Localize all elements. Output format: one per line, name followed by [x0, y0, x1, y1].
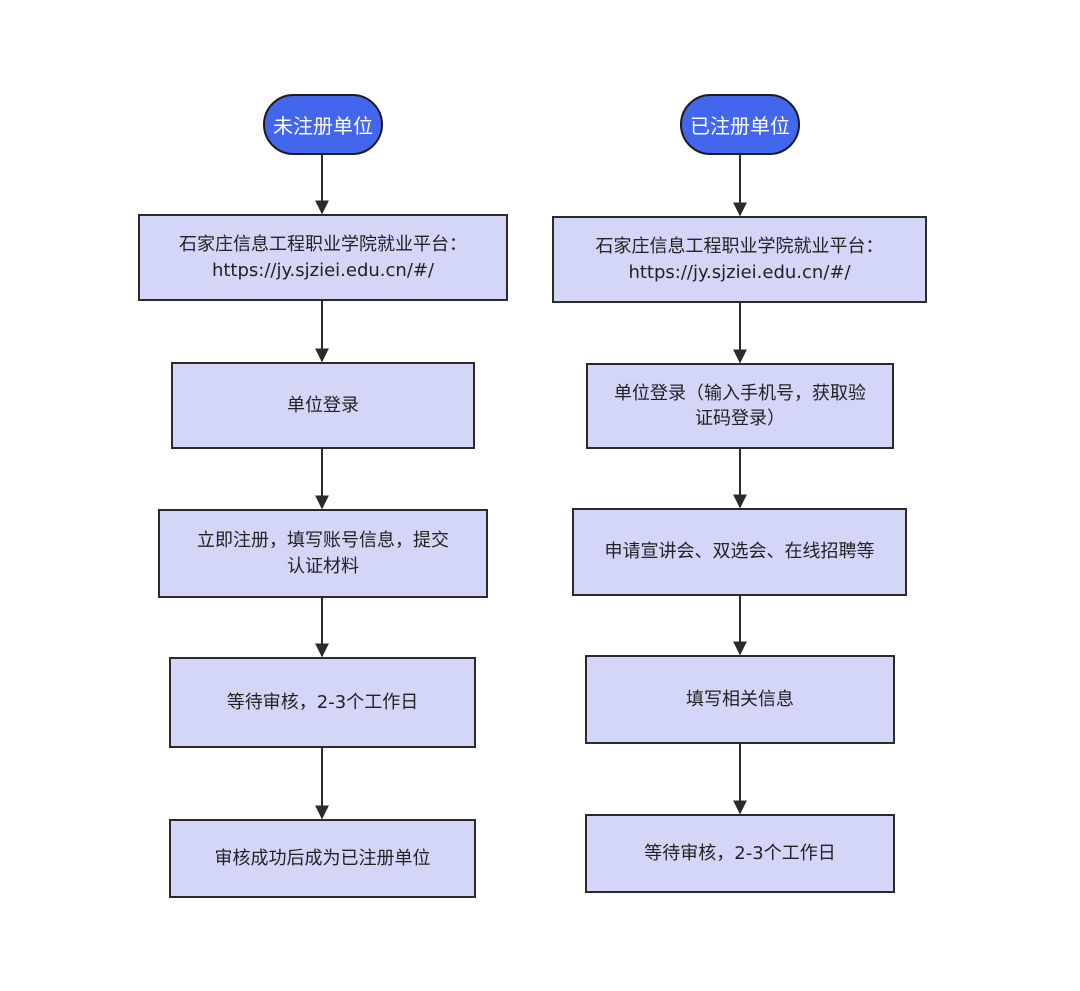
- step-label: 立即注册，填写账号信息，提交 认证材料: [197, 530, 449, 577]
- step-label: 等待审核，2-3个工作日: [644, 842, 836, 864]
- step-register: 立即注册，填写账号信息，提交 认证材料: [158, 509, 488, 598]
- step-label: 申请宣讲会、双选会、在线招聘等: [604, 541, 875, 563]
- step-label: 填写相关信息: [686, 688, 794, 710]
- step-label: 等待审核，2-3个工作日: [226, 691, 419, 713]
- step-platform: 石家庄信息工程职业学院就业平台： https://jy.sjziei.edu.c…: [552, 216, 927, 303]
- start-node-unregistered: 未注册单位: [263, 94, 383, 155]
- start-label: 已注册单位: [690, 114, 790, 138]
- step-label: 审核成功后成为已注册单位: [214, 847, 431, 869]
- step-wait-review: 等待审核，2-3个工作日: [169, 657, 476, 748]
- step-become-registered: 审核成功后成为已注册单位: [169, 819, 476, 898]
- step-label: 石家庄信息工程职业学院就业平台： https://jy.sjziei.edu.c…: [179, 234, 467, 281]
- step-platform: 石家庄信息工程职业学院就业平台： https://jy.sjziei.edu.c…: [138, 214, 508, 301]
- step-wait-review: 等待审核，2-3个工作日: [585, 814, 895, 893]
- step-label: 单位登录: [287, 394, 359, 416]
- start-label: 未注册单位: [273, 114, 373, 138]
- step-label: 单位登录（输入手机号，获取验 证码登录）: [614, 382, 866, 429]
- step-login: 单位登录: [171, 362, 475, 449]
- step-label: 石家庄信息工程职业学院就业平台： https://jy.sjziei.edu.c…: [595, 236, 884, 283]
- step-login-phone: 单位登录（输入手机号，获取验 证码登录）: [586, 363, 894, 449]
- step-apply-events: 申请宣讲会、双选会、在线招聘等: [572, 508, 907, 596]
- step-fill-info: 填写相关信息: [585, 655, 895, 744]
- start-node-registered: 已注册单位: [680, 94, 800, 155]
